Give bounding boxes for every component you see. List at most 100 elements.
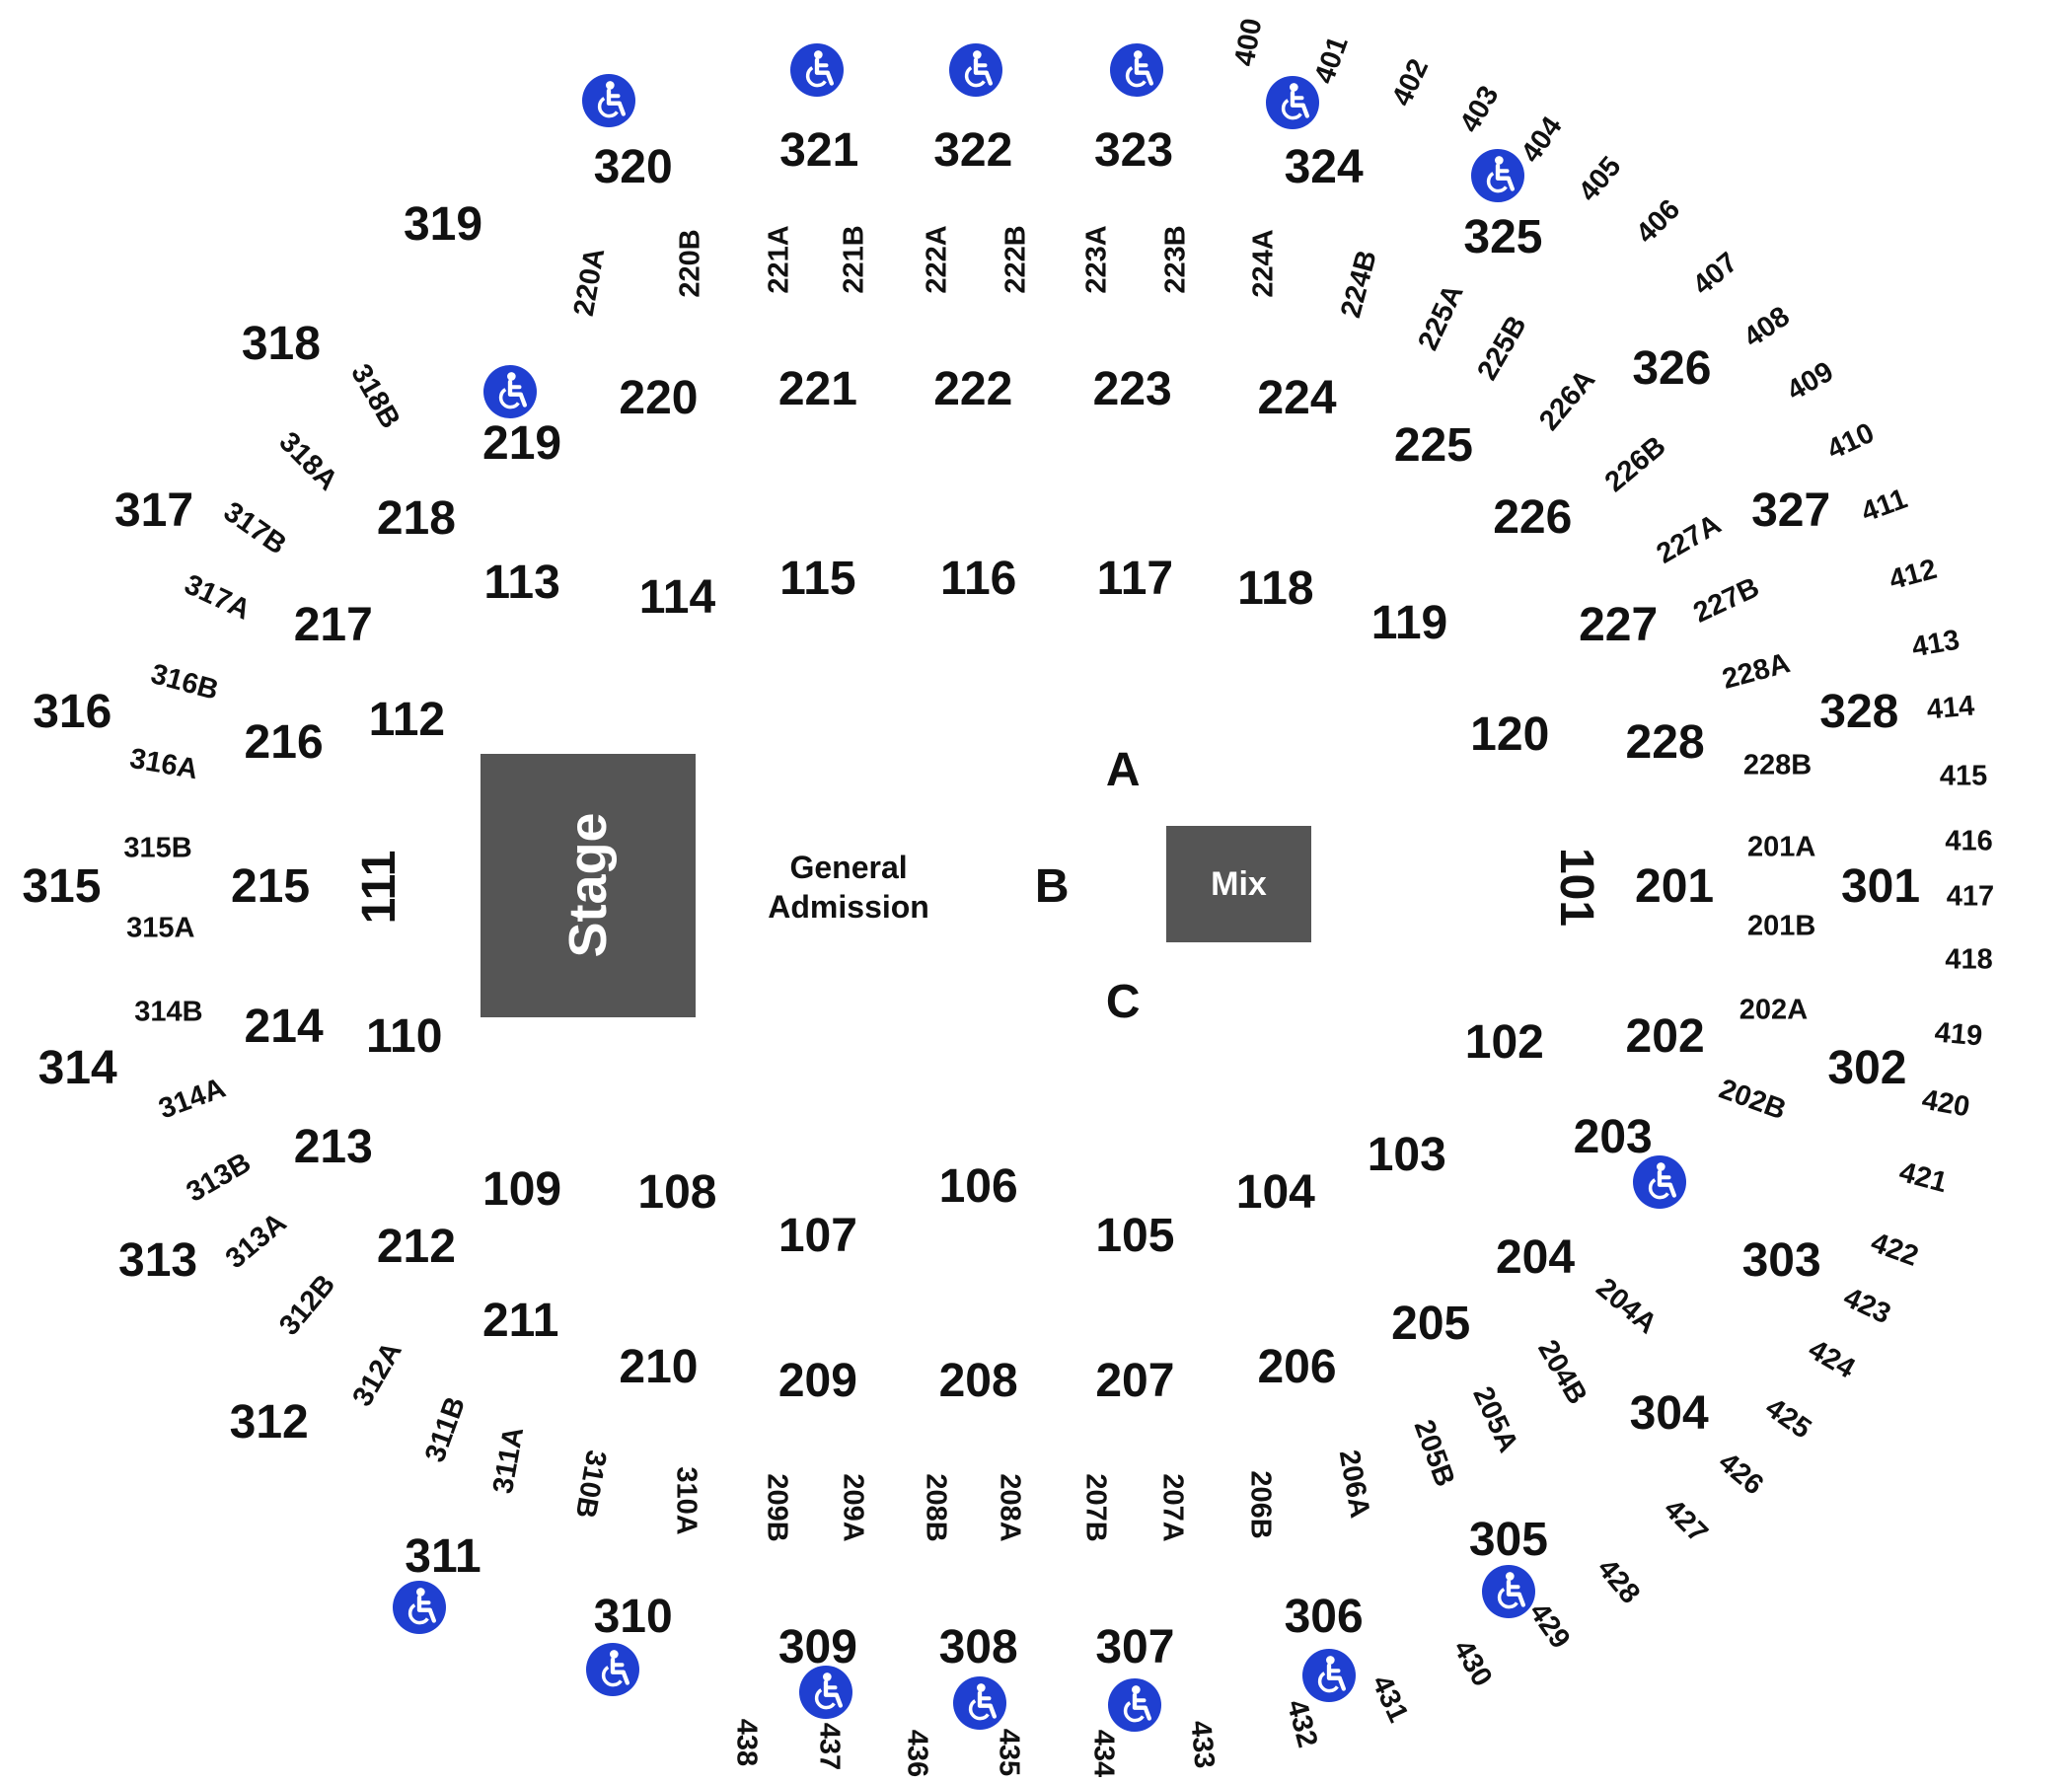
section-224a[interactable]: 224A	[1247, 229, 1280, 298]
section-202[interactable]: 202	[1625, 1010, 1705, 1064]
section-216[interactable]: 216	[244, 715, 324, 769]
floor-section-c[interactable]: C	[1105, 976, 1141, 1029]
section-415[interactable]: 415	[1939, 760, 1988, 792]
section-222[interactable]: 222	[933, 362, 1013, 415]
section-310[interactable]: 310	[593, 1590, 673, 1643]
section-220a[interactable]: 220A	[567, 246, 612, 320]
section-111[interactable]: 111	[353, 851, 407, 925]
section-207[interactable]: 207	[1095, 1355, 1175, 1407]
section-104[interactable]: 104	[1235, 1165, 1315, 1219]
section-312b[interactable]: 312B	[273, 1268, 342, 1342]
section-204b[interactable]: 204B	[1531, 1334, 1593, 1410]
section-107[interactable]: 107	[777, 1210, 857, 1263]
section-219[interactable]: 219	[482, 417, 562, 471]
section-417[interactable]: 417	[1946, 880, 1995, 913]
section-228a[interactable]: 228A	[1719, 647, 1794, 696]
section-323[interactable]: 323	[1093, 124, 1174, 178]
section-201[interactable]: 201	[1635, 860, 1715, 914]
section-315[interactable]: 315	[22, 860, 102, 914]
section-305[interactable]: 305	[1468, 1514, 1548, 1567]
section-328[interactable]: 328	[1819, 685, 1899, 738]
section-205[interactable]: 205	[1391, 1297, 1471, 1350]
section-433[interactable]: 433	[1184, 1719, 1221, 1770]
section-202b[interactable]: 202B	[1714, 1073, 1790, 1127]
section-313a[interactable]: 313A	[220, 1206, 293, 1275]
section-414[interactable]: 414	[1925, 690, 1976, 726]
section-222b[interactable]: 222B	[999, 225, 1032, 294]
section-310b[interactable]: 310B	[568, 1448, 613, 1522]
section-309[interactable]: 309	[777, 1620, 857, 1673]
section-400[interactable]: 400	[1228, 16, 1269, 69]
section-316a[interactable]: 316A	[126, 742, 200, 785]
section-220[interactable]: 220	[619, 372, 699, 425]
section-434[interactable]: 434	[1087, 1729, 1120, 1778]
section-315b[interactable]: 315B	[123, 832, 192, 864]
section-115[interactable]: 115	[779, 553, 856, 606]
section-403[interactable]: 403	[1453, 81, 1506, 138]
section-120[interactable]: 120	[1470, 707, 1550, 761]
section-218[interactable]: 218	[376, 492, 456, 546]
section-314[interactable]: 314	[37, 1041, 117, 1094]
section-210[interactable]: 210	[619, 1341, 699, 1394]
section-308[interactable]: 308	[938, 1620, 1018, 1673]
section-209a[interactable]: 209A	[837, 1472, 869, 1542]
section-320[interactable]: 320	[593, 140, 673, 193]
section-307[interactable]: 307	[1095, 1620, 1175, 1673]
section-213[interactable]: 213	[293, 1120, 373, 1173]
section-311a[interactable]: 311A	[486, 1424, 530, 1497]
section-412[interactable]: 412	[1885, 554, 1940, 597]
section-207b[interactable]: 207B	[1079, 1472, 1112, 1542]
section-226a[interactable]: 226A	[1532, 363, 1601, 437]
section-438[interactable]: 438	[730, 1719, 763, 1767]
section-410[interactable]: 410	[1822, 416, 1880, 466]
section-211[interactable]: 211	[481, 1294, 559, 1347]
section-106[interactable]: 106	[938, 1160, 1018, 1214]
section-409[interactable]: 409	[1782, 355, 1840, 408]
section-109[interactable]: 109	[482, 1163, 562, 1216]
section-416[interactable]: 416	[1945, 825, 1993, 857]
section-119[interactable]: 119	[1370, 597, 1448, 650]
section-221a[interactable]: 221A	[763, 225, 795, 294]
section-302[interactable]: 302	[1827, 1041, 1907, 1094]
section-222a[interactable]: 222A	[921, 225, 953, 294]
section-326[interactable]: 326	[1632, 342, 1712, 396]
section-318b[interactable]: 318B	[344, 358, 407, 434]
section-114[interactable]: 114	[638, 571, 716, 625]
section-423[interactable]: 423	[1838, 1281, 1896, 1331]
section-208b[interactable]: 208B	[920, 1472, 952, 1542]
section-310a[interactable]: 310A	[670, 1466, 703, 1535]
section-108[interactable]: 108	[637, 1165, 717, 1219]
section-116[interactable]: 116	[939, 553, 1017, 606]
section-208a[interactable]: 208A	[994, 1472, 1026, 1542]
section-437[interactable]: 437	[813, 1723, 846, 1771]
section-117[interactable]: 117	[1096, 553, 1174, 606]
section-317[interactable]: 317	[113, 484, 194, 538]
section-408[interactable]: 408	[1738, 300, 1796, 354]
section-223[interactable]: 223	[1092, 362, 1172, 415]
section-315a[interactable]: 315A	[126, 912, 195, 944]
section-203[interactable]: 203	[1573, 1111, 1653, 1164]
section-226b[interactable]: 226B	[1598, 429, 1672, 498]
section-316[interactable]: 316	[33, 685, 112, 738]
section-224b[interactable]: 224B	[1335, 246, 1384, 322]
section-209b[interactable]: 209B	[761, 1472, 793, 1542]
section-406[interactable]: 406	[1630, 193, 1686, 251]
section-113[interactable]: 113	[483, 557, 560, 610]
section-118[interactable]: 118	[1237, 561, 1314, 615]
section-201a[interactable]: 201A	[1746, 831, 1816, 863]
section-420[interactable]: 420	[1919, 1083, 1973, 1124]
section-303[interactable]: 303	[1741, 1233, 1821, 1287]
floor-section-a[interactable]: A	[1105, 744, 1141, 797]
section-421[interactable]: 421	[1896, 1155, 1952, 1200]
section-322[interactable]: 322	[933, 124, 1013, 178]
section-225b[interactable]: 225B	[1471, 310, 1534, 386]
section-407[interactable]: 407	[1687, 246, 1744, 302]
section-424[interactable]: 424	[1803, 1333, 1861, 1385]
section-103[interactable]: 103	[1367, 1128, 1446, 1181]
section-201b[interactable]: 201B	[1746, 910, 1816, 942]
section-324[interactable]: 324	[1284, 140, 1364, 193]
section-301[interactable]: 301	[1840, 860, 1921, 914]
section-227a[interactable]: 227A	[1651, 508, 1727, 570]
section-319[interactable]: 319	[403, 197, 483, 251]
